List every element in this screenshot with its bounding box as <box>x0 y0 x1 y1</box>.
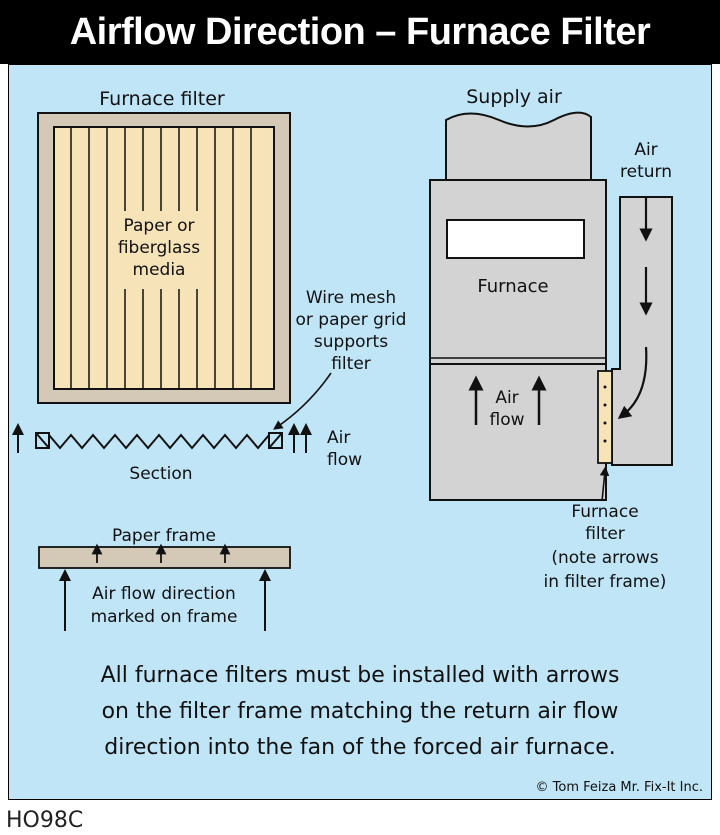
direction-arrows <box>59 569 271 631</box>
media-label-bg <box>112 211 208 289</box>
caption-line1: All furnace filters must be installed wi… <box>101 663 620 688</box>
media-label-line3: media <box>133 260 186 280</box>
support-label-line2: or paper grid <box>296 310 407 330</box>
footer-code: HO98C <box>6 808 84 833</box>
direction-label-line2: marked on frame <box>91 607 238 627</box>
copyright: © Tom Feiza Mr. Fix-It Inc. <box>536 780 704 795</box>
caption-line3: direction into the fan of the forced air… <box>104 735 615 760</box>
furnace-airflow-line1: Air <box>495 388 518 408</box>
page-title: Airflow Direction – Furnace Filter <box>0 0 720 64</box>
support-label-line4: filter <box>331 354 371 374</box>
return-duct <box>611 196 673 466</box>
section-airflow-line2: flow <box>327 450 362 470</box>
furnace-filter-callout <box>599 466 610 502</box>
filter-slot-marks <box>603 385 607 443</box>
furnace-blower-section <box>429 363 607 501</box>
furnace-airflow-arrows <box>468 375 547 425</box>
caption-line2: on the filter frame matching the return … <box>102 699 619 724</box>
furnace-filter-slot <box>597 370 613 464</box>
paper-frame <box>38 546 291 569</box>
paper-frame-arrows <box>91 543 231 563</box>
airflow-diagram: Furnace filter Paper or fiberglass media… <box>12 86 704 795</box>
return-arrows <box>617 197 653 420</box>
section-airflow-line1: Air <box>327 428 350 448</box>
paper-frame-label: Paper frame <box>112 526 216 546</box>
air-return-line1: Air <box>634 140 657 160</box>
section-view <box>12 423 312 453</box>
air-return-line2: return <box>620 162 672 182</box>
media-label-line2: fiberglass <box>118 238 200 258</box>
support-label-line3: supports <box>314 332 388 352</box>
furnace-airflow-line2: flow <box>489 410 524 430</box>
filter-label: Furnace filter <box>99 88 225 110</box>
supply-air-label: Supply air <box>466 86 562 108</box>
furnace-filter-line1: Furnace <box>571 502 638 522</box>
direction-label-line1: Air flow direction <box>92 584 236 604</box>
section-label: Section <box>129 464 192 484</box>
support-callout-arrow <box>273 372 332 430</box>
furnace-filter-line3: (note arrows <box>551 548 658 568</box>
filter-pleats <box>70 127 252 389</box>
furnace-filter-line2: filter <box>585 524 625 544</box>
furnace-upper-cabinet <box>429 179 607 365</box>
media-label-line1: Paper or <box>124 216 195 236</box>
furnace-panel <box>446 219 585 259</box>
furnace-label: Furnace <box>477 276 548 297</box>
diagram-panel: Furnace filter Paper or fiberglass media… <box>8 64 712 800</box>
supply-duct <box>445 111 592 181</box>
furnace-filter-line4: in filter frame) <box>544 572 667 592</box>
support-label-line1: Wire mesh <box>306 288 396 308</box>
